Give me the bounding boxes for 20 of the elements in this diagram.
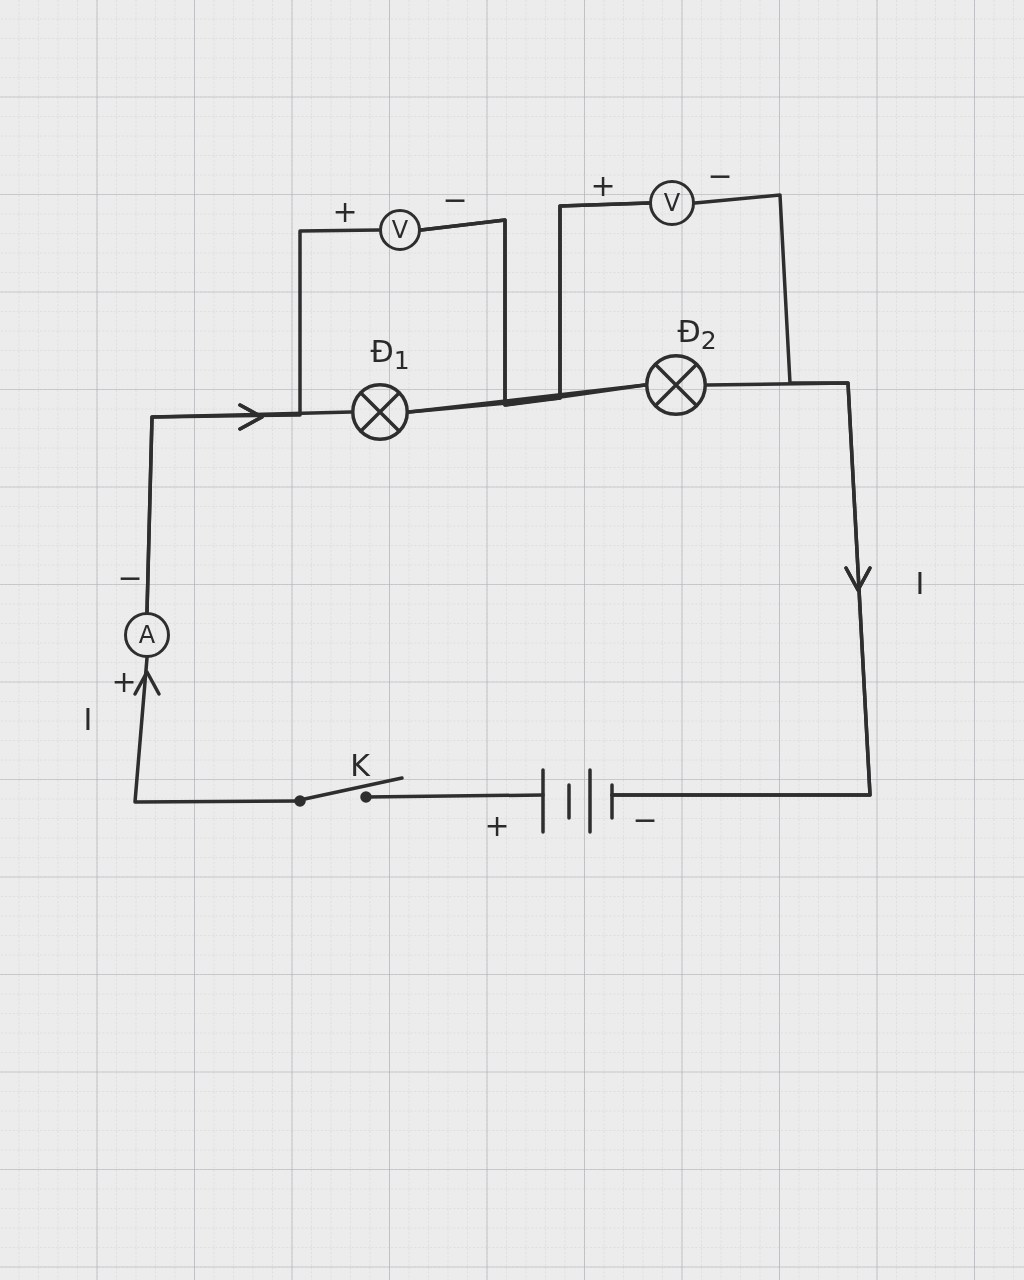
voltmeter-symbol: V [379, 209, 421, 251]
lamp-symbol [645, 354, 707, 416]
current-label: I [83, 705, 93, 735]
ammeter-symbol: A [124, 612, 170, 658]
polarity-sign: − [117, 563, 143, 593]
polarity-sign: + [111, 667, 137, 697]
lamp-symbol [351, 383, 409, 441]
switch-label: K [350, 751, 370, 781]
polarity-sign: − [707, 161, 733, 191]
battery-symbol [541, 768, 614, 834]
polarity-sign: − [632, 805, 658, 835]
polarity-sign: + [332, 197, 358, 227]
lamp-label: Đ$_{2}$ [677, 317, 717, 353]
current-label: I [915, 569, 925, 599]
polarity-sign: + [484, 811, 510, 841]
lamp-label: Đ$_{1}$ [370, 337, 410, 373]
switch-symbol [294, 776, 404, 807]
polarity-sign: + [590, 171, 616, 201]
polarity-sign: − [442, 185, 468, 215]
voltmeter-symbol: V [649, 180, 695, 226]
